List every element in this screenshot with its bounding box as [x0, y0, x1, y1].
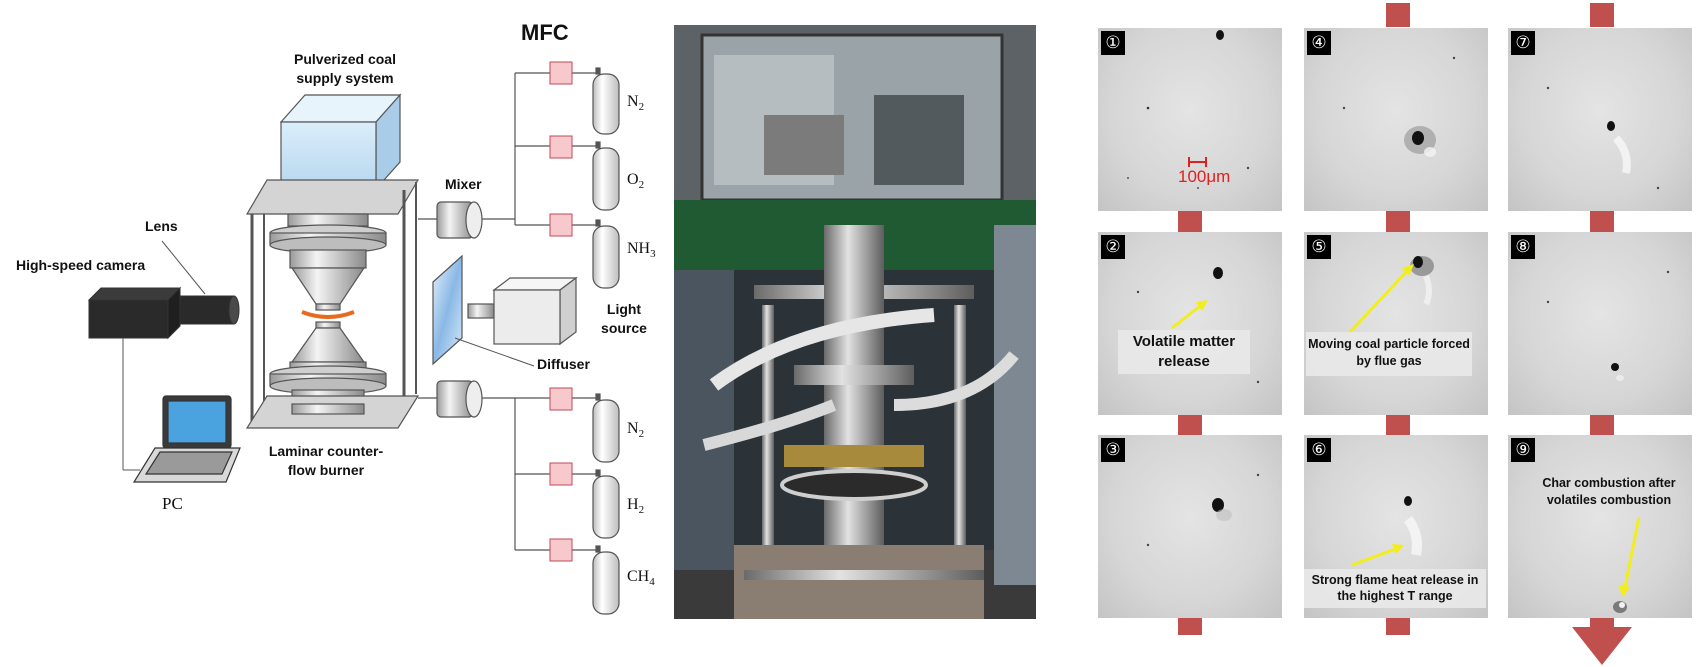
high-speed-camera — [87, 286, 240, 340]
frame-number: ④ — [1307, 31, 1331, 55]
gas-label-ch4: CH4 — [627, 568, 655, 589]
progress-arrow-head — [1572, 627, 1632, 665]
camera-label: High-speed camera — [16, 257, 146, 273]
scale-bar-label: 100μm — [1178, 167, 1231, 186]
annotation-arrow — [1623, 516, 1641, 588]
gas-label-n2-bottom: N2 — [627, 420, 645, 441]
mfc-title: MFC — [521, 20, 569, 45]
frame-number: ⑧ — [1511, 235, 1535, 259]
annotation-arrow — [1351, 546, 1399, 567]
diffuser — [432, 254, 463, 366]
progress-arrow-col2-c — [1386, 617, 1410, 635]
laptop — [122, 338, 241, 483]
frame-1-particles — [1127, 30, 1250, 189]
gas-label-n2-top: N2 — [627, 93, 645, 114]
progress-arrow-col1-a — [1178, 211, 1202, 232]
frame-1: ① 100μm — [1098, 28, 1282, 211]
burner-label: Laminar counter-flow burner — [268, 443, 384, 478]
frame-4: ④ — [1304, 28, 1488, 211]
diffuser-label: Diffuser — [537, 356, 590, 372]
progress-arrow-col2-a — [1386, 211, 1410, 232]
annotation-flame-heat-release: Strong flame heat release in the highest… — [1304, 569, 1486, 608]
annotation-moving-particle: Moving coal particle forced by flue gas — [1306, 332, 1472, 376]
mixers — [436, 201, 483, 418]
pulverized-coal-label: Pulverized coal supply system — [294, 51, 396, 86]
light-source-label: Light source — [601, 301, 647, 336]
progress-arrow-col2-b — [1386, 414, 1410, 435]
annotation-char-combustion: Char combustion after volatiles combusti… — [1542, 476, 1676, 507]
progress-arrow-col3-top — [1590, 3, 1614, 27]
progress-arrow-col3-a — [1590, 211, 1614, 232]
frame-7: ⑦ — [1508, 28, 1692, 211]
gas-lines — [418, 72, 598, 551]
gas-label-nh3: NH3 — [627, 240, 656, 261]
frame-8: ⑧ — [1508, 232, 1692, 415]
frame-6-particles — [1351, 496, 1422, 567]
gas-tanks — [592, 67, 620, 615]
progress-arrow-col3-b — [1590, 414, 1614, 435]
lens-label: Lens — [145, 218, 178, 234]
apparatus-photo — [674, 25, 1036, 619]
frame-7-particles — [1546, 86, 1660, 190]
annotation-arrow — [1346, 266, 1412, 336]
gas-label-h2: H2 — [627, 496, 645, 517]
light-source — [467, 276, 578, 346]
burner-frame — [245, 179, 420, 429]
frame-9-particles — [1613, 516, 1641, 613]
frame-2-particles — [1136, 267, 1260, 384]
frame-5-particles — [1346, 256, 1434, 336]
frame-4-particles — [1342, 56, 1456, 157]
frame-number: ⑦ — [1511, 31, 1535, 55]
frame-8-particles — [1546, 270, 1670, 381]
frame-number: ⑥ — [1307, 438, 1331, 462]
mfc-boxes — [549, 61, 573, 562]
frame-number: ⑤ — [1307, 235, 1331, 259]
progress-arrow-col1-c — [1178, 617, 1202, 635]
frame-3: ③ — [1098, 435, 1282, 618]
gas-label-o2: O2 — [627, 171, 645, 192]
pc-label: PC — [162, 494, 183, 513]
frame-number: ① — [1101, 31, 1125, 55]
frame-number: ⑨ — [1511, 438, 1535, 462]
progress-arrow-col2-top — [1386, 3, 1410, 27]
mixer-label: Mixer — [445, 176, 482, 192]
frame-number: ③ — [1101, 438, 1125, 462]
frame-number: ② — [1101, 235, 1125, 259]
frame-6: ⑥ Strong flame heat release in the highe… — [1304, 435, 1488, 618]
annotation-arrow — [1171, 301, 1205, 330]
annotation-volatile-release: Volatile matter release — [1118, 330, 1250, 374]
coal-supply-box — [279, 93, 402, 212]
experimental-setup-schematic — [87, 61, 620, 615]
frame-9: ⑨ Char combustion after volatiles combus… — [1508, 435, 1692, 618]
frame-2: ② Volatile matter release — [1098, 232, 1282, 415]
frame-3-particles — [1146, 473, 1260, 547]
frame-5: ⑤ Moving coal particle forced by flue ga… — [1304, 232, 1488, 415]
progress-arrow-col1-b — [1178, 414, 1202, 435]
